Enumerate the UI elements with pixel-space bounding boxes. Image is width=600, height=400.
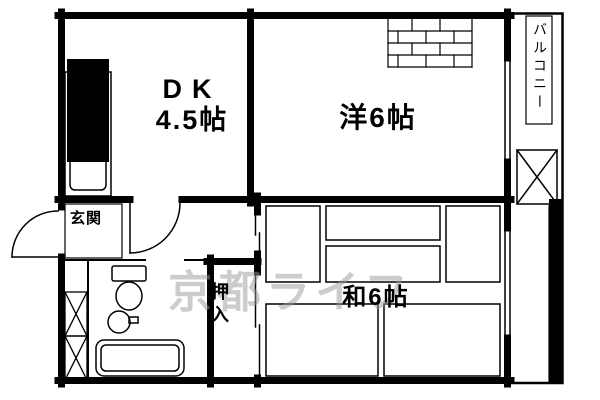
dk-door-arc	[129, 202, 181, 254]
room-label-entrance: 玄関	[70, 210, 103, 227]
toilet	[111, 265, 147, 311]
partition-walls	[61, 259, 209, 381]
watermark-text: 京都ライフ	[168, 268, 413, 317]
front-door-arc	[11, 210, 59, 258]
room-label-japanese: 和6帖	[342, 284, 410, 311]
interior-walls	[54, 8, 515, 388]
room-label-balcony: バルコニー	[532, 22, 548, 112]
bathtub	[95, 339, 185, 377]
room-label-western: 洋6帖	[339, 102, 417, 133]
duct-shaft	[64, 291, 88, 381]
brick-hatch	[387, 18, 473, 68]
kitchen-sink	[64, 59, 112, 197]
dk-name: DK	[162, 74, 222, 104]
tatami-mats	[265, 205, 501, 377]
outer-walls	[54, 8, 515, 388]
sliding-doors	[254, 211, 261, 379]
genkan-floor	[64, 203, 123, 259]
dk-size: 4.5帖	[155, 105, 229, 136]
room-label-closet: 押入	[209, 282, 229, 328]
balcony-railing	[548, 199, 563, 390]
balcony-outline	[509, 12, 564, 385]
balcony-label-box	[525, 15, 553, 125]
window-symbols	[504, 57, 511, 339]
balcony-hatch-box	[515, 148, 559, 206]
washbasin	[107, 310, 139, 334]
room-label-dk: DK 4.5帖	[108, 74, 276, 136]
